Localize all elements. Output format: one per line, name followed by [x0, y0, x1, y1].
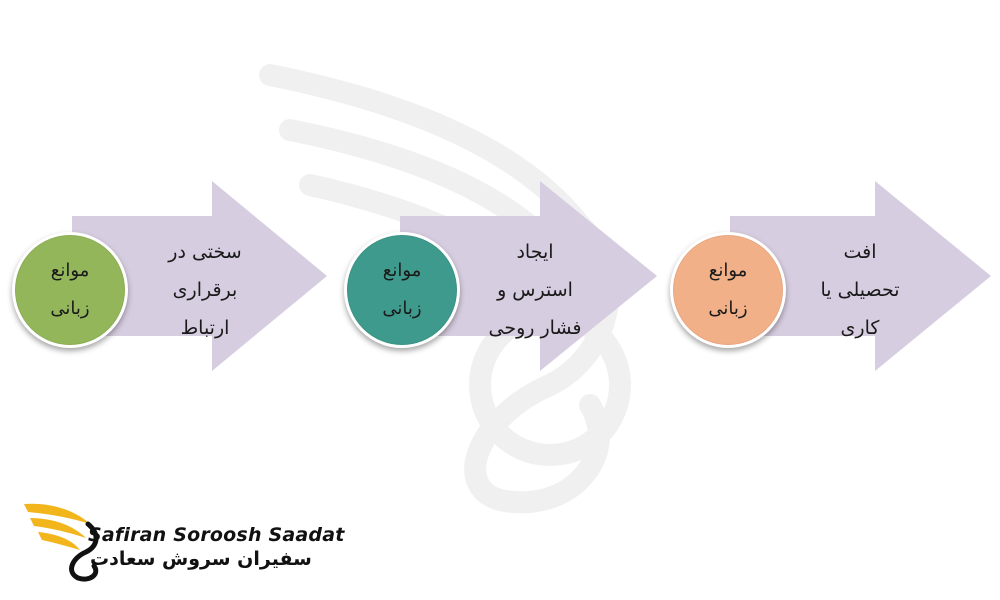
brand-name-fa: سفیران سروش سعادت	[90, 548, 312, 570]
circle-label-line: موانع	[708, 260, 748, 281]
step-text-2: ایجاد استرس و فشار روحی	[460, 233, 610, 347]
step-text-line: تحصیلی یا	[820, 279, 900, 301]
circle-label-3: موانع زبانی	[683, 252, 773, 328]
step-text-line: افت	[843, 241, 877, 263]
step-text-line: فشار روحی	[488, 317, 582, 339]
circle-label-line: زبانی	[708, 298, 748, 319]
process-arrow-3	[730, 181, 991, 371]
circle-label-2: موانع زبانی	[357, 252, 447, 328]
step-text-line: ایجاد	[516, 241, 554, 263]
arrow-shape-1	[72, 181, 327, 371]
arrow-shape-3	[730, 181, 991, 371]
step-circle-2: موانع زبانی	[344, 232, 460, 348]
step-text-line: سختی در	[168, 241, 242, 263]
circle-label-line: زبانی	[50, 298, 90, 319]
arrow-shape-2	[400, 181, 657, 371]
circle-label-1: موانع زبانی	[25, 252, 115, 328]
step-text-line: برقراری	[172, 279, 238, 301]
step-text-1: سختی در برقراری ارتباط	[140, 233, 270, 347]
circle-label-line: موانع	[50, 260, 90, 281]
step-circle-3: موانع زبانی	[670, 232, 786, 348]
process-arrow-2	[400, 181, 657, 371]
step-text-line: استرس و	[497, 279, 573, 301]
swan-wing-logo-icon	[24, 503, 99, 582]
process-arrow-1	[72, 181, 327, 371]
brand-name-en: Safiran Soroosh Saadat	[88, 524, 345, 546]
circle-label-line: زبانی	[382, 298, 422, 319]
step-text-line: ارتباط	[180, 317, 230, 339]
step-circle-1: موانع زبانی	[12, 232, 128, 348]
circle-label-line: موانع	[382, 260, 422, 281]
step-text-3: افت تحصیلی یا کاری	[790, 233, 930, 347]
step-text-line: کاری	[840, 317, 880, 339]
